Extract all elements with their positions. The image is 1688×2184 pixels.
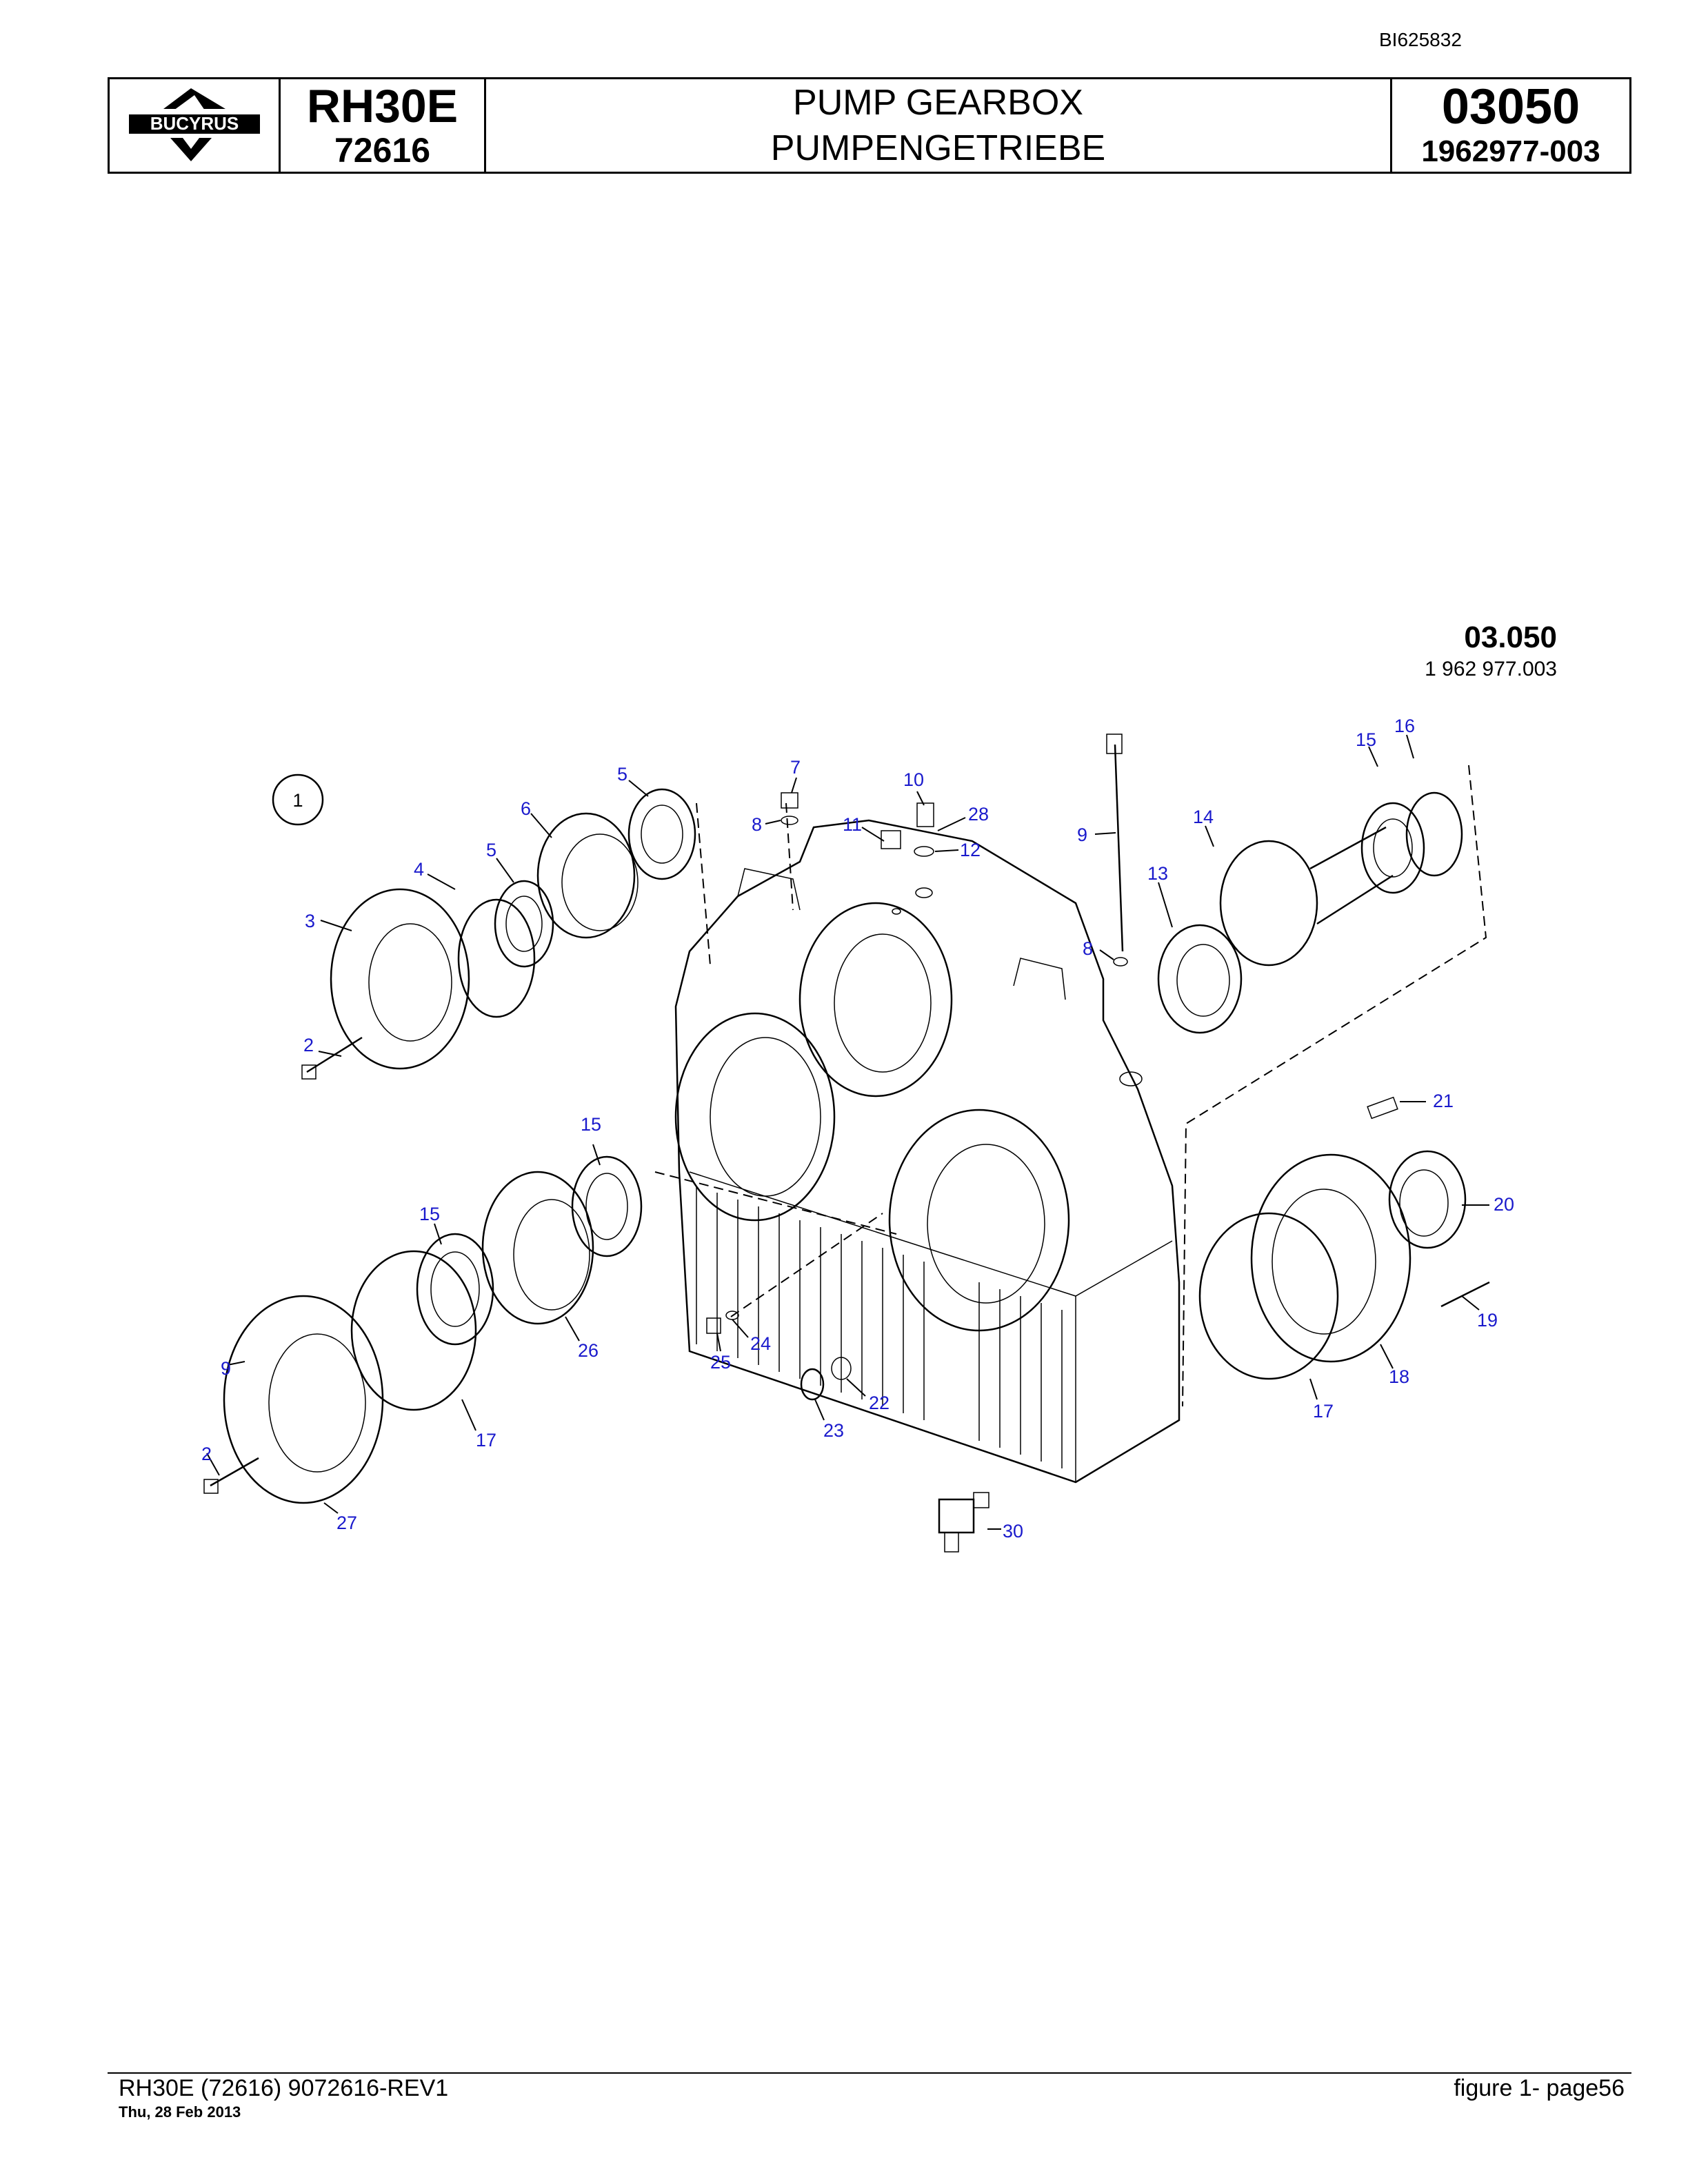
callout-9b: 9 (221, 1358, 231, 1379)
exploded-view-drawing: 1 2 3 4 5 5 6 7 8 10 11 28 12 9 8 15 16 … (201, 716, 1514, 1553)
document-id: BI625832 (1379, 29, 1462, 50)
footer-divider (108, 2072, 1631, 2074)
callout-10: 10 (903, 769, 924, 790)
callout-6: 6 (521, 798, 531, 819)
callout-17a: 17 (476, 1430, 496, 1450)
upper-left-shaft-assembly (301, 788, 696, 1080)
callout-17b: 17 (1313, 1401, 1334, 1422)
figure-index-circle (272, 774, 324, 826)
callout-5a: 5 (486, 840, 496, 860)
callout-8a: 8 (752, 814, 762, 835)
callout-2: 2 (303, 1035, 314, 1055)
callout-22: 22 (869, 1393, 890, 1413)
callout-15a: 15 (1356, 729, 1376, 750)
callout-21: 21 (1433, 1091, 1454, 1111)
callout-24: 24 (750, 1333, 771, 1354)
callout-13: 13 (1147, 863, 1168, 884)
group-cell: 03050 1962977-003 (1392, 79, 1629, 172)
bucyrus-logo-icon: BUCYRUS (128, 88, 260, 161)
callout-25: 25 (710, 1352, 731, 1373)
figure-reference: 03.050 1 962 977.003 (1425, 620, 1557, 681)
model-cell: RH30E 72616 (281, 79, 486, 172)
figure-ref-number: 03.050 (1464, 620, 1557, 654)
callout-7: 7 (790, 757, 801, 778)
part-number: 1962977-003 (1421, 134, 1600, 168)
figure-ref-part: 1 962 977.003 (1425, 658, 1557, 680)
callout-20: 20 (1494, 1194, 1514, 1215)
leader-lines (206, 734, 1489, 1530)
callout-14: 14 (1193, 807, 1214, 827)
title-german: PUMPENGETRIEBE (770, 128, 1106, 168)
group-number: 03050 (1441, 79, 1580, 134)
callout-23: 23 (823, 1420, 844, 1441)
callout-19: 19 (1477, 1310, 1498, 1331)
callout-16: 16 (1394, 716, 1415, 736)
callout-28: 28 (968, 804, 989, 825)
serial-number: 72616 (334, 131, 431, 170)
callout-9a: 9 (1077, 825, 1087, 845)
footer-left: RH30E (72616) 9072616-REV1 Thu, 28 Feb 2… (119, 2075, 448, 2121)
bucyrus-logo: BUCYRUS (110, 79, 281, 172)
callout-2b: 2 (201, 1444, 212, 1464)
callout-1: 1 (292, 790, 303, 811)
callout-8b: 8 (1083, 938, 1093, 959)
callout-27: 27 (336, 1513, 357, 1533)
callout-26: 26 (578, 1340, 599, 1361)
callout-labels: 1 2 3 4 5 5 6 7 8 10 11 28 12 9 8 15 16 … (201, 716, 1514, 1541)
gearbox-housing (674, 819, 1180, 1484)
svg-text:BUCYRUS: BUCYRUS (150, 113, 239, 134)
callout-3: 3 (305, 911, 315, 931)
small-parts (706, 792, 989, 1553)
callout-4: 4 (414, 859, 424, 880)
title-block: BUCYRUS RH30E 72616 PUMP GEARBOX PUMPENG… (108, 77, 1631, 174)
model-name: RH30E (306, 80, 459, 132)
upper-right-shaft-assembly (1106, 734, 1463, 1034)
callout-15b: 15 (581, 1114, 601, 1135)
callout-12: 12 (960, 840, 981, 860)
callout-5b: 5 (617, 764, 627, 785)
callout-30: 30 (1003, 1521, 1023, 1541)
title-english: PUMP GEARBOX (793, 83, 1083, 123)
footer-date: Thu, 28 Feb 2013 (119, 2103, 241, 2121)
title-cell: PUMP GEARBOX PUMPENGETRIEBE (486, 79, 1392, 172)
callout-15c: 15 (419, 1204, 440, 1224)
footer-page-ref: figure 1- page56 (1454, 2075, 1625, 2101)
lower-left-shaft-assembly (203, 1155, 643, 1504)
lower-right-shaft-assembly (1198, 1096, 1490, 1380)
callout-18: 18 (1389, 1366, 1409, 1387)
callout-11: 11 (843, 814, 862, 835)
assembly-lines (654, 765, 1487, 1407)
footer-document-ref: RH30E (72616) 9072616-REV1 (119, 2075, 449, 2101)
